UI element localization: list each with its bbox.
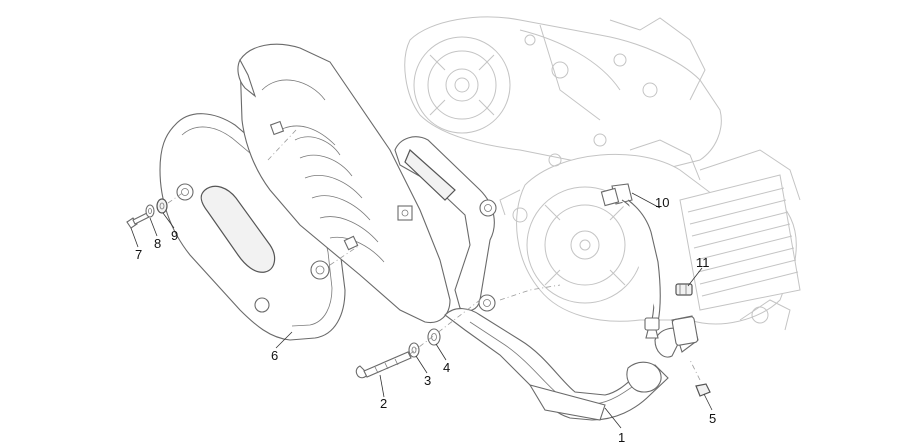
oxygen-sensor (600, 183, 661, 339)
callout-5: 5 (709, 411, 716, 426)
callout-9: 9 (171, 228, 178, 243)
spacer-4 (427, 328, 441, 346)
callout-4: 4 (443, 360, 450, 375)
callout-8: 8 (154, 236, 161, 251)
flange-nut (695, 383, 711, 397)
callout-7: 7 (135, 247, 142, 262)
assembly-lines (167, 129, 701, 381)
callout-3: 3 (424, 373, 431, 388)
engine-block-outline (404, 16, 801, 331)
exhaust-pipe (444, 308, 699, 421)
heat-shield (159, 113, 346, 341)
long-bolt (355, 351, 412, 379)
washer-8 (145, 204, 155, 218)
callout-2: 2 (380, 396, 387, 411)
callout-1: 1 (618, 430, 625, 444)
callout-11: 11 (696, 255, 710, 270)
sensor-clip (675, 283, 693, 296)
callout-labels: 1 2 3 4 5 6 7 8 9 10 11 (135, 195, 716, 444)
grommet-9 (156, 198, 168, 214)
callout-10: 10 (655, 195, 669, 210)
shield-screw (126, 212, 150, 229)
muffler (237, 43, 497, 324)
washer-3 (408, 342, 420, 358)
callout-6: 6 (271, 348, 278, 363)
callout-leaders (130, 192, 713, 429)
